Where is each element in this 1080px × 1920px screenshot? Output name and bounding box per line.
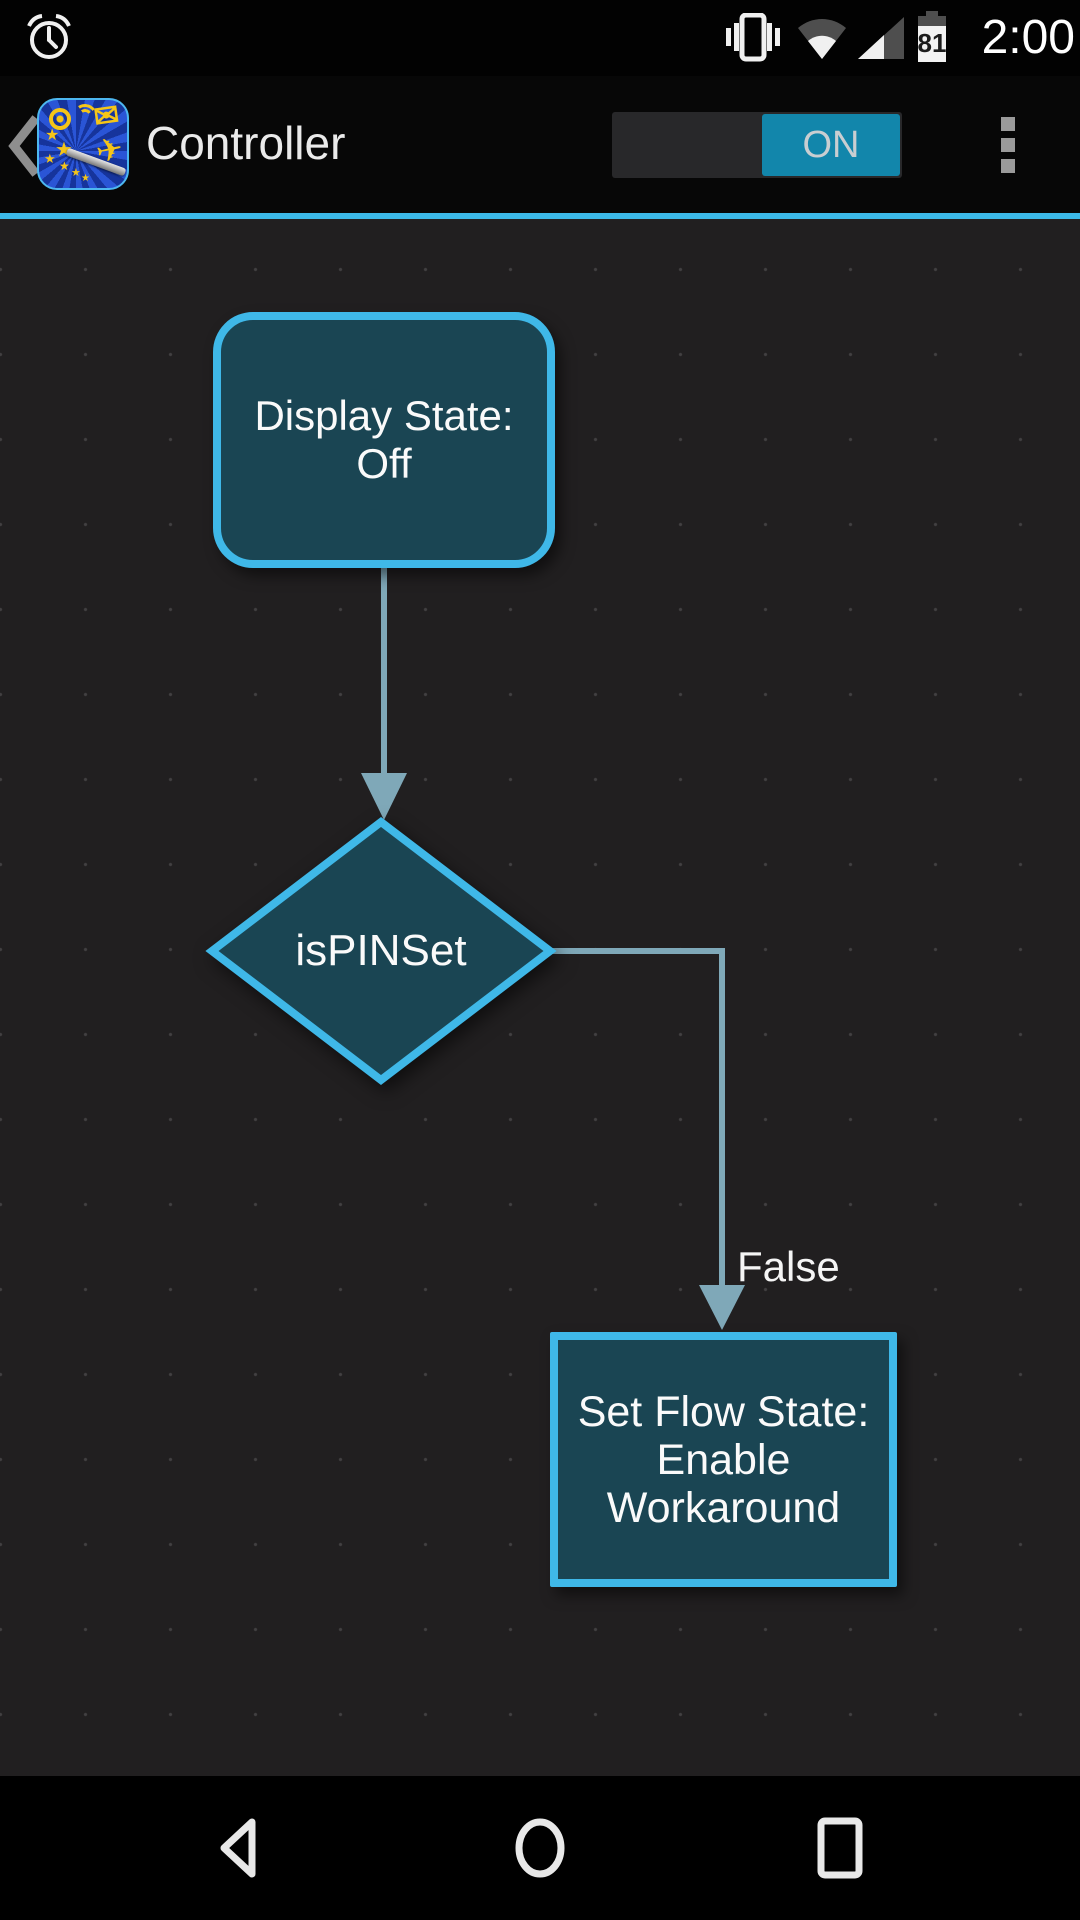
overflow-dot: [1001, 159, 1015, 173]
wifi-icon: [798, 19, 846, 59]
automagic-app-icon[interactable]: [37, 98, 129, 190]
star-icon: [44, 152, 56, 165]
home-circle-icon[interactable]: [514, 1817, 566, 1879]
status-bar: 81 2:00: [0, 0, 1080, 76]
toggle-thumb[interactable]: ON: [762, 114, 900, 176]
back-triangle-icon[interactable]: [212, 1817, 264, 1879]
edge-display-to-decision: [361, 568, 407, 820]
flowchart-canvas[interactable]: Display State: Off isPINSet False Set Fl…: [0, 219, 1080, 1776]
star-icon: [81, 174, 90, 184]
alarm-icon: [27, 14, 71, 59]
page-title: Controller: [146, 117, 346, 169]
envelope-icon: [92, 100, 121, 133]
overflow-dot: [1001, 117, 1015, 131]
action-bar: Controller ON: [0, 76, 1080, 213]
signal-strength-icon: [858, 17, 904, 59]
battery-icon: 81: [918, 11, 947, 62]
node-set-flow-state[interactable]: Set Flow State: Enable Workaround: [550, 1332, 897, 1587]
star-icon: [71, 168, 81, 179]
node-label: Display State: Off: [254, 392, 514, 487]
node-decision-diamond[interactable]: [205, 816, 557, 1086]
star-icon: [59, 160, 70, 172]
vibrate-icon: [726, 13, 780, 62]
accent-divider: [0, 213, 1080, 219]
back-chevron-icon[interactable]: [4, 112, 44, 180]
overflow-menu-icon[interactable]: [972, 106, 1044, 184]
recents-square-icon[interactable]: [814, 1817, 866, 1879]
node-label-line: Enable: [656, 1435, 791, 1484]
node-label-line: Workaround: [606, 1483, 841, 1532]
edge-decision-to-setflow: [550, 948, 745, 1330]
target-icon: [49, 108, 71, 130]
navigation-bar: [0, 1776, 1080, 1920]
node-label-line: Set Flow State:: [577, 1387, 870, 1436]
node-decision-label: isPINSet: [221, 921, 541, 981]
node-display-state[interactable]: Display State: Off: [213, 312, 555, 568]
node-label: isPINSet: [295, 926, 467, 975]
edge-false-label: False: [737, 1243, 840, 1290]
battery-percent-text: 81: [918, 28, 947, 58]
overflow-dot: [1001, 138, 1015, 152]
toggle-state-label: ON: [802, 123, 860, 166]
clock-time: 2:00: [981, 11, 1075, 64]
flow-enabled-toggle[interactable]: ON: [612, 112, 902, 178]
